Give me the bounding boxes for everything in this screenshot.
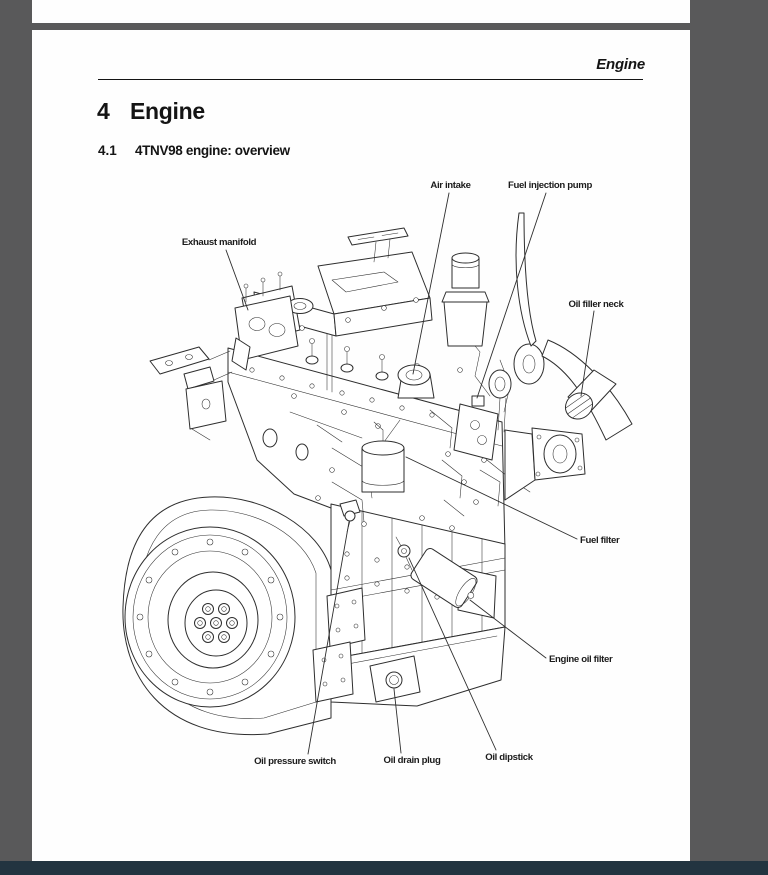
exhaust-manifold-part — [231, 271, 299, 371]
header-rule — [98, 79, 643, 80]
section-heading: 4.1 4TNV98 engine: overview — [98, 143, 290, 158]
callout-oil-drain-plug: Oil drain plug — [384, 755, 441, 766]
callout-exhaust-manifold: Exhaust manifold — [182, 237, 257, 248]
manual-page: Engine 4 Engine 4.1 4TNV98 engine: overvie… — [32, 30, 690, 861]
callout-leader-lines — [225, 192, 595, 755]
engine-figure: Air intake Fuel injection pump Exhaust m… — [122, 180, 633, 767]
running-header: Engine — [596, 56, 645, 73]
leader-fuel-injection-pump — [476, 192, 547, 399]
callout-oil-dipstick: Oil dipstick — [485, 752, 534, 763]
callout-oil-filler-neck: Oil filler neck — [568, 299, 624, 310]
callout-fuel-injection-pump: Fuel injection pump — [508, 180, 592, 191]
previous-page-bottom-edge — [32, 0, 690, 23]
section-title: 4TNV98 engine: overview — [135, 143, 290, 158]
chapter-heading: 4 Engine — [97, 98, 205, 125]
chapter-number: 4 — [97, 98, 110, 124]
fuel-injection-pump-part — [453, 395, 531, 493]
engine-mount-feet — [312, 587, 366, 703]
front-bracket — [149, 346, 233, 441]
leader-oil-pressure-switch — [307, 521, 350, 755]
callout-labels: Air intake Fuel injection pump Exhaust m… — [182, 180, 625, 767]
leader-oil-dipstick — [408, 557, 497, 751]
callout-oil-pressure-switch: Oil pressure switch — [254, 756, 336, 767]
engine-drawing: Air intake Fuel injection pump Exhaust m… — [122, 180, 633, 767]
leader-exhaust-manifold — [225, 249, 249, 311]
oil-drain-plug-part — [369, 655, 421, 703]
thermostat-housing — [397, 364, 435, 399]
leader-oil-filler-neck — [580, 310, 595, 397]
leader-oil-drain-plug — [393, 688, 402, 754]
timing-gear-case — [504, 427, 586, 501]
flywheel — [124, 526, 296, 708]
cooling-fan — [488, 212, 633, 441]
leader-fuel-filter — [405, 456, 578, 540]
oil-filler-neck-part — [564, 369, 617, 420]
leader-engine-oil-filter — [469, 599, 547, 659]
chapter-title: Engine — [130, 98, 205, 124]
leader-air-intake — [412, 192, 450, 375]
callout-engine-oil-filter: Engine oil filter — [549, 654, 613, 665]
section-number: 4.1 — [98, 143, 117, 158]
fuel-filter-part — [361, 421, 405, 493]
fan-blade-vertical — [515, 212, 537, 347]
oil-dipstick-part — [395, 536, 413, 571]
callout-air-intake: Air intake — [430, 180, 470, 191]
callout-fuel-filter: Fuel filter — [580, 535, 620, 546]
next-page-top-edge — [0, 861, 768, 875]
engine-oil-filter-part — [410, 547, 497, 619]
air-intake-part — [441, 252, 490, 347]
